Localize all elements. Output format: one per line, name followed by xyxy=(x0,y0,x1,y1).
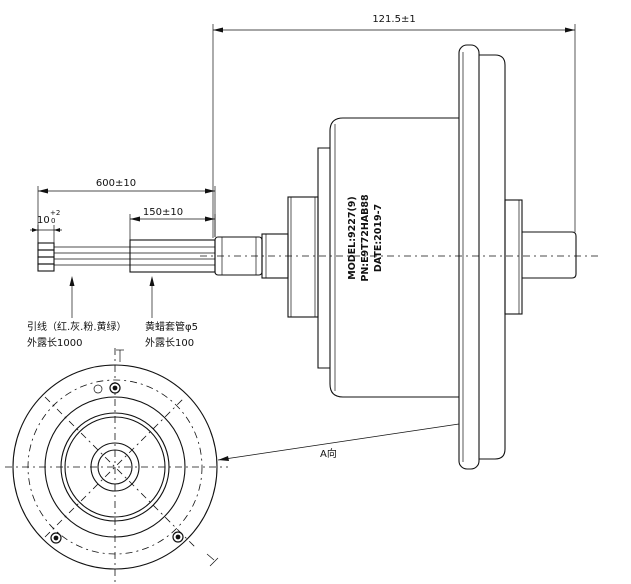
dim-sleeve-length: 150±10 xyxy=(143,207,183,218)
dim-strip-tol-upper: +2 xyxy=(50,209,60,217)
flange-plate xyxy=(458,44,480,470)
lead-wires xyxy=(37,239,216,273)
mounting-hole xyxy=(172,531,184,543)
view-arrow: A向 xyxy=(217,423,460,461)
motor-side-view xyxy=(200,44,600,470)
dim-strip-tol-lower: 0 xyxy=(51,217,55,225)
rear-shaft xyxy=(522,231,577,279)
terminal xyxy=(37,242,55,251)
nameplate-pn: PN:E9T72HAB88 xyxy=(360,194,371,282)
housing-step xyxy=(317,147,330,369)
dim-strip-base: 10 xyxy=(37,215,50,226)
front-hub xyxy=(287,196,319,318)
flange-boss xyxy=(479,54,506,460)
dim-overall-length: 121.5±1 xyxy=(372,14,415,25)
sleeve-note-line2: 外露长100 xyxy=(145,337,194,349)
marker-hole xyxy=(93,384,103,394)
view-a-front xyxy=(5,348,228,584)
terminal xyxy=(37,256,55,265)
wax-sleeve xyxy=(129,239,216,273)
mounting-hole xyxy=(50,532,62,544)
wire-note-leader xyxy=(69,276,75,318)
motor-housing xyxy=(329,117,459,398)
view-arrow-label: A向 xyxy=(320,447,337,460)
terminal xyxy=(37,249,55,258)
nameplate-model: MODEL:9227(9) xyxy=(347,196,358,280)
rear-hub xyxy=(504,199,523,315)
sleeve-note-line1: 黄蜡套管φ5 xyxy=(145,320,198,333)
dimension-sleeve: 150±10 xyxy=(129,207,216,240)
nameplate: MODEL:9227(9) PN:E9T72HAB88 DATE:2019-7 xyxy=(347,194,384,282)
wire-note-line1: 引线（红.灰.粉.黄绿） xyxy=(27,320,127,333)
wire-note-line2: 外露长1000 xyxy=(27,337,82,349)
dim-lead-length: 600±10 xyxy=(96,178,136,189)
sleeve-note-leader xyxy=(149,276,155,318)
dimension-overall: 121.5±1 xyxy=(212,14,576,238)
dimension-strip: 10 +2 0 xyxy=(30,209,62,247)
dimension-lead: 600±10 xyxy=(37,178,216,243)
mounting-hole xyxy=(109,382,121,394)
terminal xyxy=(37,263,55,272)
nameplate-date: DATE:2019-7 xyxy=(373,204,384,272)
